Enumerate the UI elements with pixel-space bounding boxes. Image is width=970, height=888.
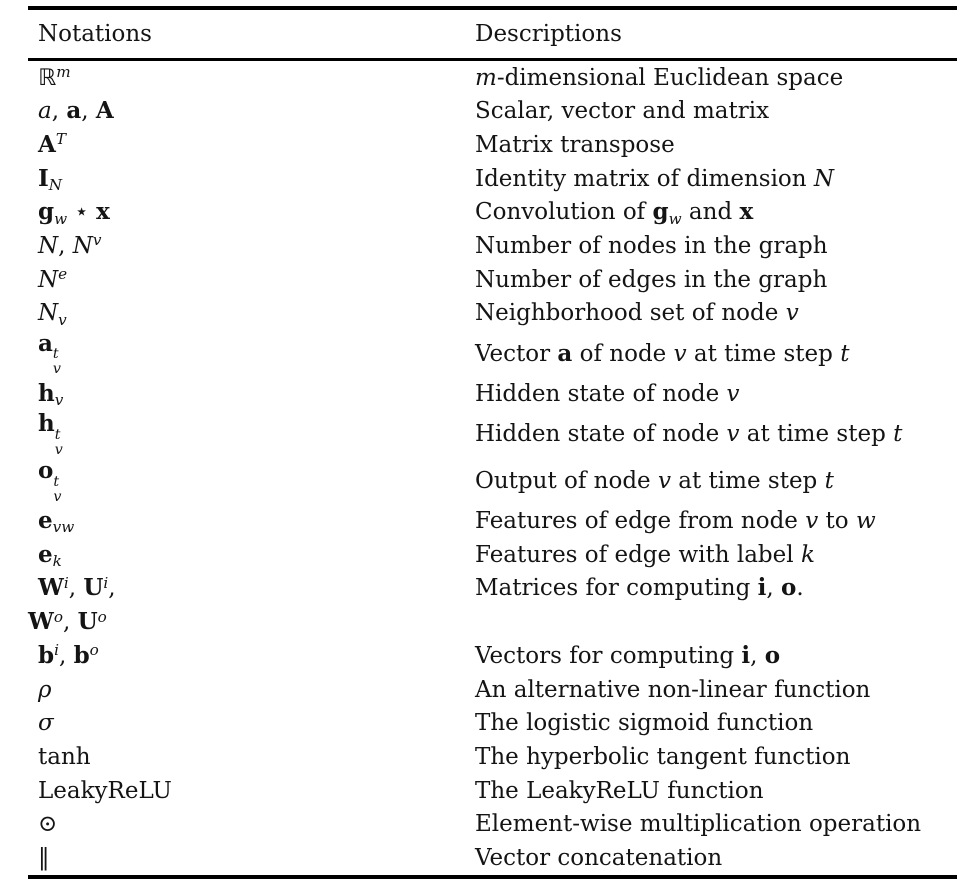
description-cell: The hyperbolic tangent function <box>475 743 851 770</box>
table-header-rule <box>28 58 957 61</box>
notation-cell: ‖ <box>38 844 50 871</box>
description-cell: Output of node v at time step t <box>475 467 834 494</box>
table-top-rule <box>28 6 957 10</box>
table-row: bi, bo Vectors for computing i, o <box>28 639 957 673</box>
description-cell: m-dimensional Euclidean space <box>475 64 844 91</box>
table-row: LeakyReLU The LeakyReLU function <box>28 774 957 808</box>
description-cell: Convolution of gw and x <box>475 198 754 228</box>
table-row: Ne Number of edges in the graph <box>28 263 957 297</box>
description-cell: Element-wise multiplication operation <box>475 811 922 838</box>
description-cell: Number of nodes in the graph <box>475 233 828 260</box>
notation-cell: Nv <box>38 300 67 329</box>
description-cell: Vector concatenation <box>475 844 723 871</box>
table-row: Wo, Uo <box>28 606 957 640</box>
table-row: Wi, Ui, Matrices for computing i, o. <box>28 572 957 606</box>
description-cell: Vectors for computing i, o <box>475 641 781 669</box>
description-cell: Hidden state of node v at time step t <box>475 421 903 448</box>
description-cell: Matrices for computing i, o. <box>475 574 804 602</box>
description-cell: An alternative non-linear function <box>475 676 871 703</box>
description-cell: Scalar, vector and matrix <box>475 98 770 125</box>
notation-cell: AT <box>38 130 66 158</box>
table-row: N, Nv Number of nodes in the graph <box>28 229 957 263</box>
table-row: evw Features of edge from node v to w <box>28 504 957 538</box>
table-row: a, a, A Scalar, vector and matrix <box>28 95 957 129</box>
notation-cell: Ne <box>38 265 68 293</box>
notation-cell: hv <box>38 379 64 410</box>
description-cell: Features of edge from node v to w <box>475 508 876 535</box>
table-body: ℝm m-dimensional Euclidean space a, a, A Sc… <box>28 61 957 875</box>
table-bottom-rule <box>28 875 957 879</box>
notation-cell: ρ <box>38 676 52 703</box>
description-cell: Matrix transpose <box>475 132 675 158</box>
description-cell: The logistic sigmoid function <box>475 710 814 737</box>
notation-cell: tanh <box>38 743 91 770</box>
table-header-row: Notations Descriptions <box>28 10 957 58</box>
description-cell: Number of edges in the graph <box>475 266 828 293</box>
notation-cell: evw <box>38 507 75 537</box>
notation-cell: LeakyReLU <box>38 777 172 804</box>
notation-cell: bi, bo <box>38 641 99 669</box>
notation-cell: ek <box>38 540 62 571</box>
notation-cell: IN <box>38 164 63 194</box>
description-cell: Identity matrix of dimension N <box>475 165 835 192</box>
table-row: ek Features of edge with label k <box>28 538 957 572</box>
notation-cell: Wo, Uo <box>28 607 107 636</box>
table-row: ρ An alternative non-linear function <box>28 673 957 707</box>
table-row: σ The logistic sigmoid function <box>28 707 957 741</box>
description-cell: Hidden state of node v <box>475 380 740 407</box>
table-row: gw ⋆ x Convolution of gw and x <box>28 196 957 230</box>
notation-cell: σ <box>38 710 54 737</box>
table-row: IN Identity matrix of dimension N <box>28 162 957 196</box>
table-row: Nv Neighborhood set of node v <box>28 297 957 331</box>
description-cell: Features of edge with label k <box>475 541 815 568</box>
notation-cell: ⊙ <box>38 811 58 838</box>
notation-table: Notations Descriptions ℝm m-dimensional E… <box>28 6 957 879</box>
table-row: hv Hidden state of node v <box>28 377 957 411</box>
table-row: ‖ Vector concatenation <box>28 841 957 875</box>
table-row: AT Matrix transpose <box>28 128 957 162</box>
notation-cell: Wi, Ui, <box>38 573 116 602</box>
description-cell: Neighborhood set of node v <box>475 300 799 327</box>
notation-cell: gw ⋆ x <box>38 198 110 228</box>
table-row: ⊙ Element-wise multiplication operation <box>28 808 957 842</box>
description-cell: The LeakyReLU function <box>475 777 764 804</box>
notation-cell: ℝm <box>38 63 71 91</box>
header-descriptions: Descriptions <box>475 20 622 47</box>
header-notations: Notations <box>38 20 152 47</box>
description-cell: Vector a of node v at time step t <box>475 339 850 367</box>
notation-cell: N, Nv <box>38 231 102 260</box>
table-row: tanh The hyperbolic tangent function <box>28 740 957 774</box>
table-row: ℝm m-dimensional Euclidean space <box>28 61 957 95</box>
notation-cell: a, a, A <box>38 97 114 125</box>
